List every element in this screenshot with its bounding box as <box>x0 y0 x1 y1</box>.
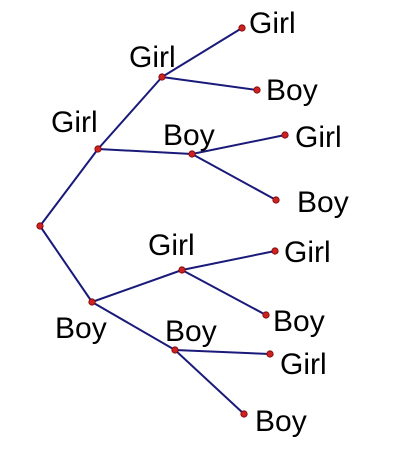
edge-bg-boy <box>181 269 267 316</box>
edge-bg-girl <box>181 250 276 271</box>
node-bg-boy <box>262 311 270 319</box>
edge-root-boy <box>39 225 93 303</box>
node-bg-girl <box>271 247 279 255</box>
label-l2-girl-boy: Boy <box>163 119 215 152</box>
node-gg-girl <box>238 24 246 32</box>
label-l3-bg-boy: Boy <box>273 305 325 338</box>
label-l2-boy-boy: Boy <box>165 315 217 348</box>
edge-root-girl <box>39 148 99 227</box>
node-girl <box>94 145 102 153</box>
edge-gg-boy <box>161 76 258 91</box>
node-girl-boy <box>188 150 196 158</box>
edge-boy-boy <box>91 301 176 351</box>
node-girl-girl <box>158 73 166 81</box>
node-root <box>36 222 44 230</box>
label-l3-bg-girl: Girl <box>284 236 331 269</box>
label-l3-gg-boy: Boy <box>266 74 318 107</box>
node-gg-boy <box>253 86 261 94</box>
node-gb-boy <box>272 196 280 204</box>
node-boy <box>88 298 96 306</box>
node-boy-boy <box>171 346 179 354</box>
node-bb-girl <box>266 350 274 358</box>
node-bb-boy <box>240 410 248 418</box>
edge-gb-girl <box>191 134 286 155</box>
label-l3-bb-boy: Boy <box>255 405 307 438</box>
edge-gg-girl <box>161 27 243 78</box>
edge-gb-boy <box>191 153 277 201</box>
label-l2-boy-girl: Girl <box>148 229 195 262</box>
edge-boy-girl <box>91 269 183 303</box>
edge-girl-boy <box>97 148 193 155</box>
label-l1-boy: Boy <box>55 312 107 345</box>
edge-bb-girl <box>174 349 271 355</box>
label-l2-girl-girl: Girl <box>129 41 176 74</box>
label-l3-bb-girl: Girl <box>280 348 327 381</box>
node-gb-girl <box>281 131 289 139</box>
edge-bb-boy <box>174 349 245 415</box>
label-l3-gg-girl: Girl <box>249 7 296 40</box>
label-l3-gb-girl: Girl <box>295 121 342 154</box>
node-boy-girl <box>178 266 186 274</box>
label-l1-girl: Girl <box>51 106 98 139</box>
label-l3-gb-boy: Boy <box>297 186 349 219</box>
edge-girl-girl <box>97 76 163 150</box>
